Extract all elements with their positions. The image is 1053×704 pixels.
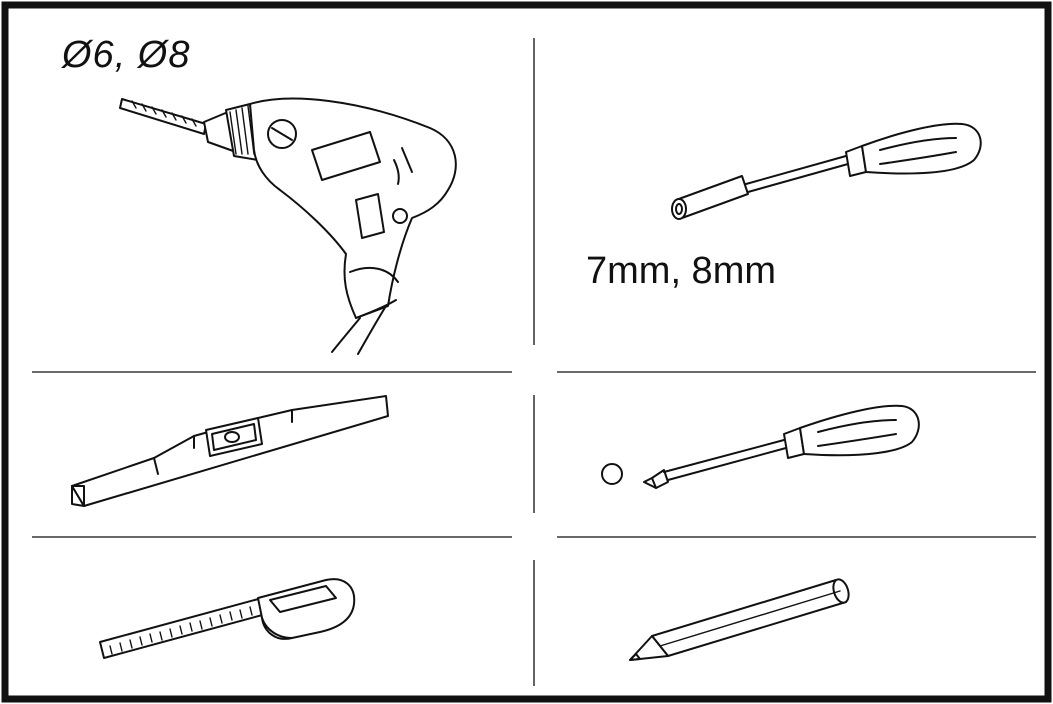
phillips-screwdriver-icon	[601, 404, 920, 489]
power-drill-icon	[119, 97, 457, 355]
spirit-level-icon	[71, 395, 389, 507]
tape-measure-icon	[99, 578, 356, 659]
socket-sizes-label: 7mm, 8mm	[586, 250, 776, 292]
drill-bit-sizes-label: Ø6, Ø8	[62, 34, 191, 76]
pencil-icon	[629, 578, 850, 661]
nut-driver-icon	[671, 122, 982, 220]
